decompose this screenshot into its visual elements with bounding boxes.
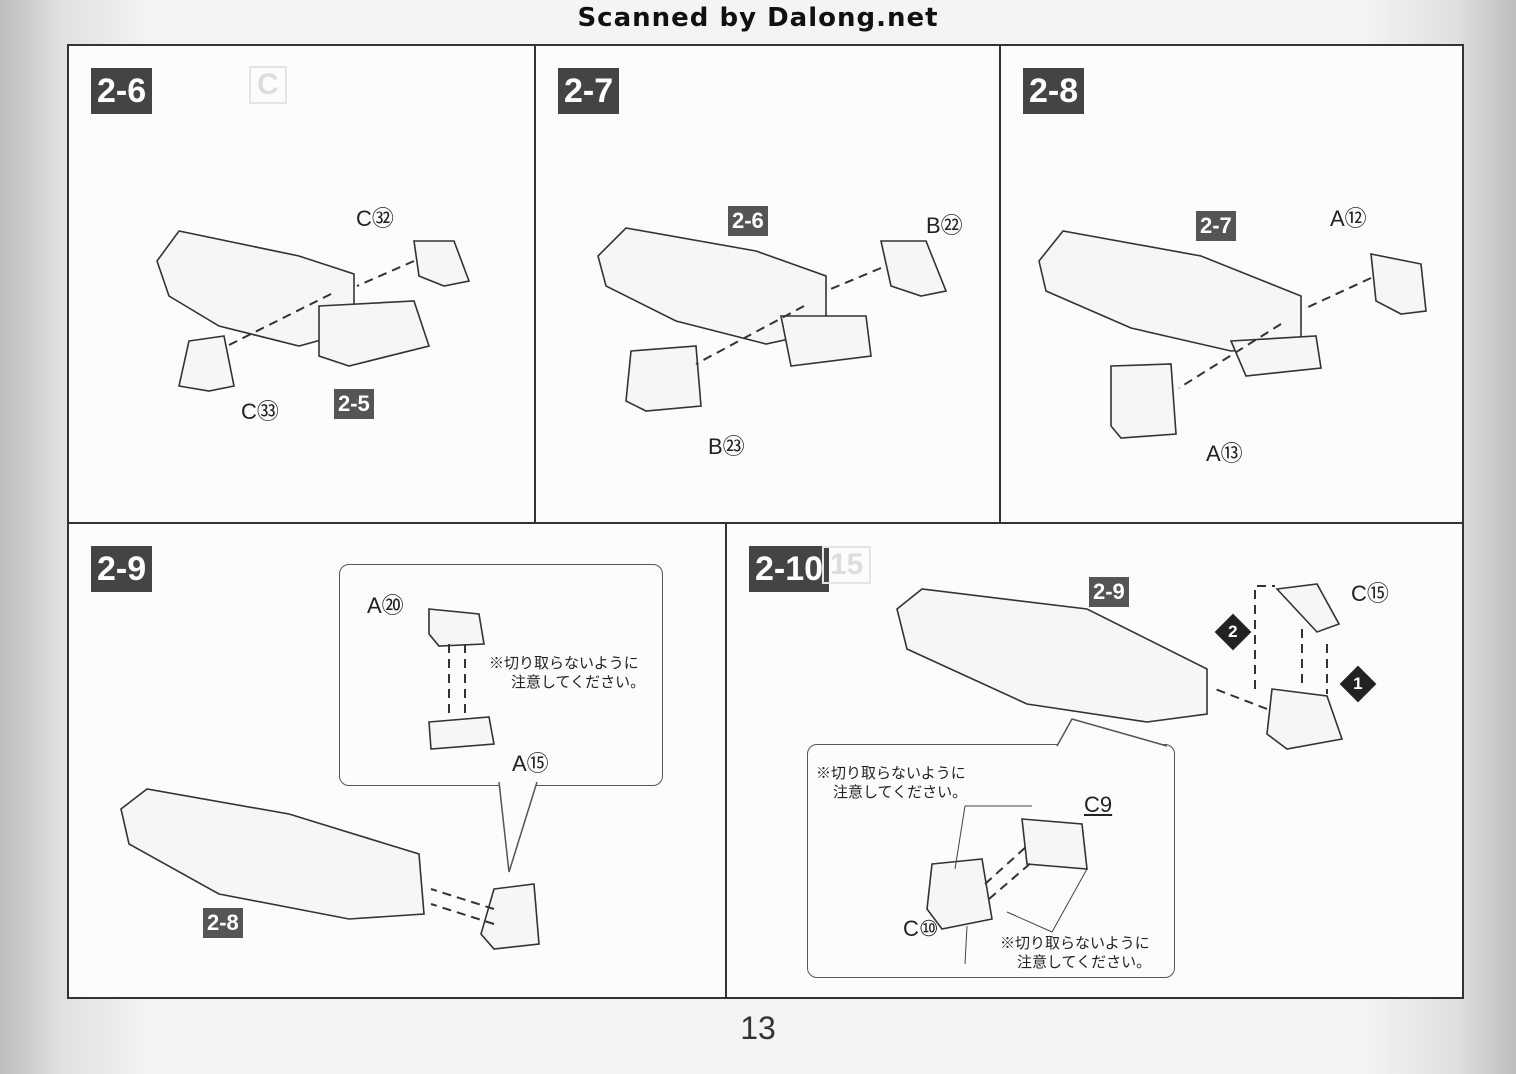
sequence-number: 1 [1353,674,1363,693]
part-label: C㉝ [241,399,279,424]
assembly-drawing [1038,230,1427,439]
caution-note-line: 注意してください。 [833,784,968,801]
page-number: 13 [740,1010,776,1046]
part-label: A⑮ [512,751,549,776]
panel-step-2-9: 2-9 2-8 A⑳ A⑮ ※切り取らないように 注意してください。 [69,524,727,997]
part-label: B㉓ [708,434,745,459]
sequence-number: 2 [1228,622,1238,641]
part-label: A⑬ [1206,441,1243,466]
caution-note-line: ※切り取らないように [816,765,966,782]
step-number: 2-9 [91,546,153,592]
caution-note-line: 注意してください。 [1017,954,1152,971]
part-label: C⑮ [1351,581,1389,606]
step-number: 2-8 [1023,68,1085,114]
step-number: 2-7 [558,68,620,114]
assembly-drawing [896,583,1344,965]
detail-callout [807,744,1175,978]
instruction-sheet: C 2-6 2-5 C㉜ C㉝ [67,44,1464,999]
ghost-print: C [249,66,287,104]
assembly-drawing [120,608,540,950]
assembly-drawing [597,227,948,412]
part-label: A⑳ [367,593,404,618]
part-label: A⑫ [1330,206,1367,231]
reference-step: 2-9 [1089,577,1129,607]
part-label: C㉜ [356,206,394,231]
caution-note-line: 注意してください。 [511,674,646,691]
part-label: B㉒ [926,213,963,238]
part-label: C⑩ [903,916,939,941]
panel-step-2-8: 2-8 2-7 A⑫ A⑬ [1001,46,1462,524]
reference-step: 2-7 [1196,211,1236,241]
caution-note-line: ※切り取らないように [489,655,639,672]
scan-watermark: Scanned by Dalong.net [577,3,939,33]
panel-step-2-10: 2-10 15 2-9 C⑮ C9 C⑩ 2 1 ※切り取らないように 注意して… [727,524,1462,997]
panel-step-2-7: 2-7 2-6 B㉒ B㉓ [536,46,1001,524]
caution-note: ※切り取らないように 注意してください。 [489,654,645,692]
step-number: 2-10 [749,546,830,592]
step-number: 2-6 [91,68,153,114]
panel-step-2-6: C 2-6 2-5 C㉜ C㉝ [69,46,536,524]
caution-note: ※切り取らないように 注意してください。 [1000,934,1151,972]
caution-note: ※切り取らないように 注意してください。 [816,764,967,802]
caution-note-line: ※切り取らないように [1000,935,1150,952]
reference-step: 2-8 [203,908,243,938]
reference-step: 2-6 [728,206,768,236]
part-label: C9 [1084,792,1113,817]
reference-step: 2-5 [334,389,374,419]
ghost-print: 15 [822,546,872,584]
assembly-drawing [156,230,471,392]
detail-callout [339,564,663,786]
